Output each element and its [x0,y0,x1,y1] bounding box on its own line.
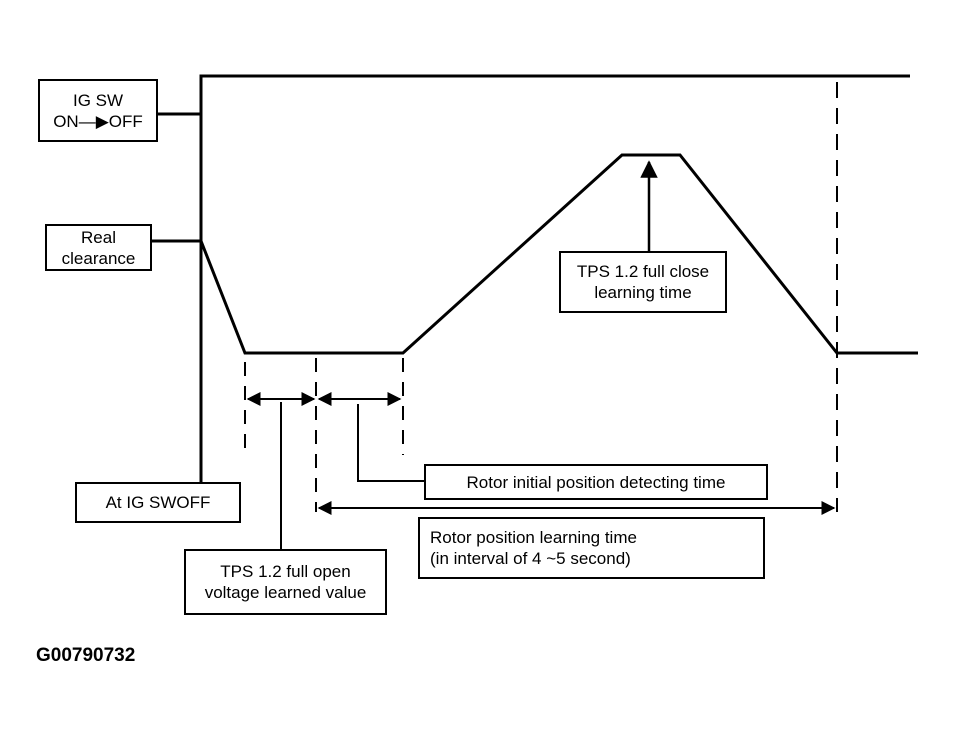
ig-sw-label-line2: ON—▶OFF [53,111,143,131]
ig-sw-signal-line [158,74,910,116]
at-ig-swoff-label: At IG SWOFF [75,482,241,523]
tps-full-open-line2: voltage learned value [204,583,367,602]
rotor-learning-line1: Rotor position learning time [430,528,637,547]
rotor-initial-text: Rotor initial position detecting time [466,472,726,492]
real-clearance-waveform [152,153,918,355]
tps-full-open-label: TPS 1.2 full open voltage learned value [184,549,387,615]
real-clearance-label-line2: clearance [61,248,136,268]
real-clearance-label-line1: Real [81,227,116,247]
rotor-learning-label: Rotor position learning time (in interva… [418,517,765,579]
rotor-initial-label: Rotor initial position detecting time [424,464,768,500]
figure-id: G00790732 [36,645,136,666]
ig-sw-label: IG SW ON—▶OFF [38,79,158,142]
at-ig-swoff-text: At IG SWOFF [105,493,211,512]
tps-full-open-line1: TPS 1.2 full open [220,562,351,581]
tps-full-close-line2: learning time [594,283,692,302]
rotor-learning-line2: (in interval of 4 ~5 second) [430,549,631,568]
tps-full-close-line1: TPS 1.2 full close [576,262,710,281]
real-clearance-label: Real clearance [45,224,152,271]
ig-sw-label-line1: IG SW [72,90,124,110]
tps-full-close-label: TPS 1.2 full close learning time [559,251,727,313]
leader-rotor-initial [357,404,424,482]
